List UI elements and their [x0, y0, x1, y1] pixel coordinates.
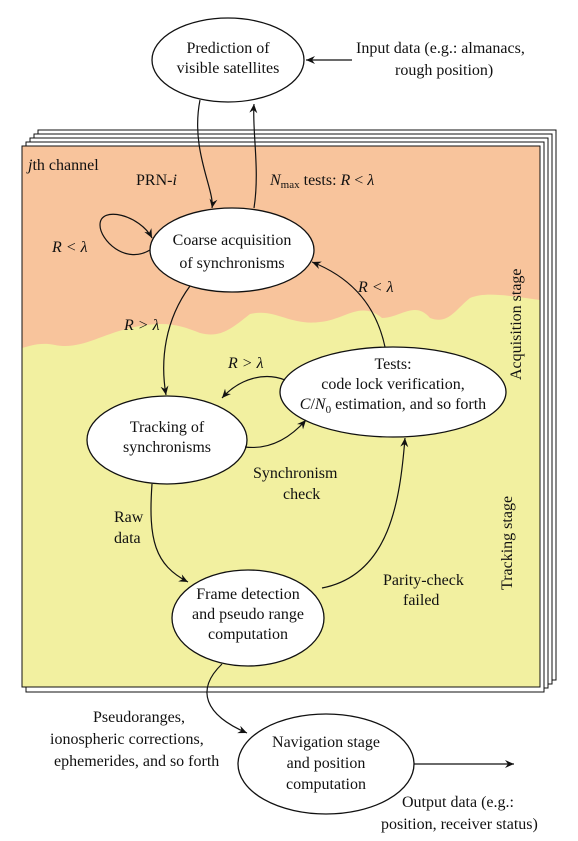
edge-coarse-to-tracking [160, 285, 191, 396]
tracking-line1: Tracking of [130, 419, 205, 436]
tests-line3: C/N0 estimation, and so forth [300, 396, 486, 416]
pseudoranges-line2: ionospheric corrections, [50, 731, 204, 748]
tests-to-tracking-label: R > λ [227, 355, 264, 372]
tests-line2: code lock verification, [321, 376, 465, 393]
edge-tracking-to-tests [244, 419, 307, 449]
navigation-line1: Navigation stage [272, 734, 380, 751]
edge-coarse-to-prediction [249, 103, 258, 209]
parity-line2: failed [403, 592, 439, 609]
node-navigation: Navigation stage and position computatio… [237, 713, 415, 815]
coarse-to-tracking-label: R > λ [123, 317, 160, 334]
raw-data-line1: Raw [114, 509, 144, 526]
navigation-line3: computation [286, 776, 366, 793]
coarse-line2: of synchronisms [179, 255, 284, 272]
acquisition-stage-text: Acquisition stage [508, 268, 525, 380]
parity-line1: Parity-check [383, 572, 464, 589]
prn-label: PRN-i [136, 172, 177, 189]
input-data-line2: rough position) [395, 62, 493, 79]
tests-line1: Tests: [374, 356, 411, 373]
edge-tests-to-coarse [311, 261, 386, 348]
channel-label-text: th channel [32, 157, 99, 174]
edges [99, 56, 514, 768]
frame-line3: computation [208, 626, 288, 643]
pseudoranges-line1: Pseudoranges, [93, 709, 185, 726]
tracking-line2: synchronisms [123, 439, 211, 456]
tracking-stage-label: Tracking stage [499, 496, 516, 590]
node-frame-detection: Frame detection and pseudo range computa… [171, 569, 325, 667]
output-data-line2: position, receiver status) [381, 816, 538, 833]
tests-line3-text: estimation, and so forth [331, 396, 486, 413]
edge-tracking-to-frame [150, 483, 189, 583]
sync-check-line2: check [283, 486, 320, 503]
edge-tests-to-tracking [221, 376, 286, 399]
edge-frame-to-navigation [206, 663, 248, 734]
self-loop-label: R < λ [51, 239, 88, 256]
edge-prediction-to-coarse [197, 99, 218, 209]
channel-front [21, 145, 541, 688]
node-coarse-acquisition: Coarse acquisition of synchronisms [149, 207, 315, 293]
edge-coarse-self-loop [99, 213, 153, 256]
navigation-line2: and position [287, 755, 366, 772]
node-tests: Tests: code lock verification, C/N0 esti… [279, 346, 507, 438]
frame-line1: Frame detection [196, 586, 300, 603]
tracking-stage-text: Tracking stage [499, 496, 516, 590]
coarse-line1: Coarse acquisition [173, 232, 292, 249]
prediction-line2: visible satellites [177, 60, 280, 77]
node-tracking: Tracking of synchronisms [86, 395, 248, 485]
frame-line2: and pseudo range [192, 606, 304, 623]
output-data-line1: Output data (e.g.: [402, 794, 514, 811]
input-data-line1: Input data (e.g.: almanacs, [356, 40, 525, 57]
tests-to-coarse-label: R < λ [357, 279, 394, 296]
nmax-label-text: tests: [300, 172, 341, 189]
node-prediction: Prediction of visible satellites [151, 17, 305, 103]
pseudoranges-line3: ephemerides, and so forth [54, 753, 219, 770]
channel-label: jth channel [26, 157, 99, 174]
prediction-line1: Prediction of [186, 40, 270, 57]
acquisition-stage-label: Acquisition stage [508, 268, 525, 380]
raw-data-line2: data [114, 530, 141, 547]
sync-check-line1: Synchronism [253, 465, 338, 482]
edge-frame-to-tests [321, 437, 409, 589]
prn-label-text: PRN- [136, 172, 172, 189]
labels: Input data (e.g.: almanacs, rough positi… [26, 40, 538, 833]
